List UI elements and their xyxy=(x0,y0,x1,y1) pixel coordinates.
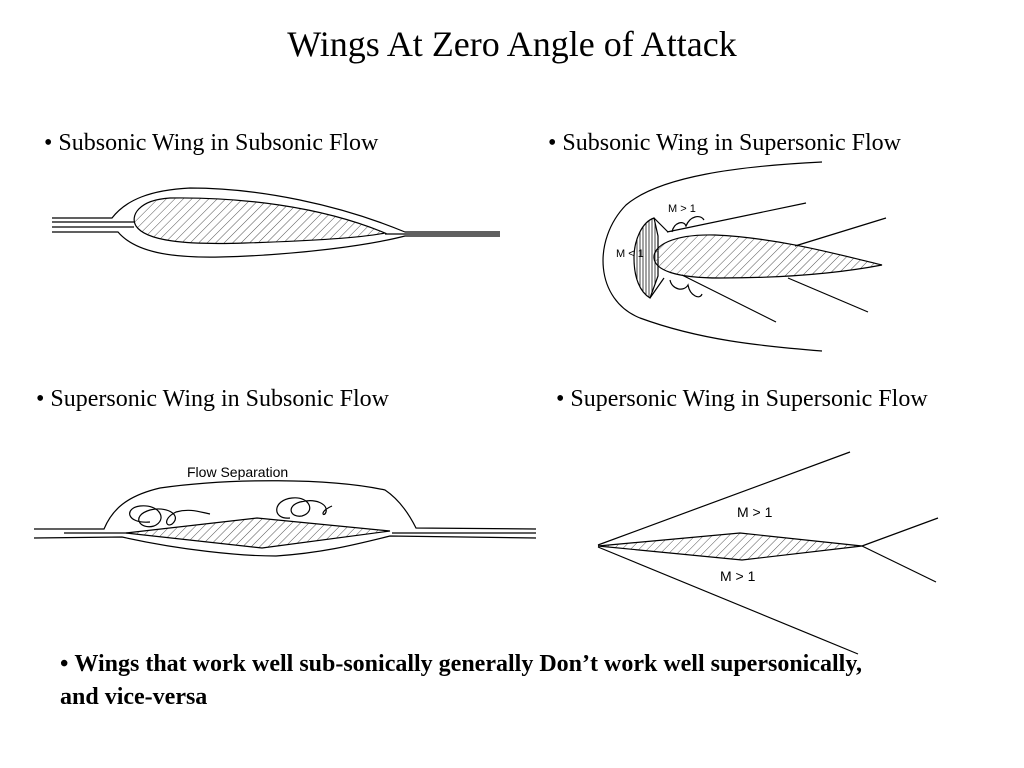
panel-label-text: Supersonic Wing in Subsonic Flow xyxy=(50,386,390,412)
diagram-subsonic-wing-subsonic-flow xyxy=(52,187,500,258)
panel-label-text: Subsonic Wing in Subsonic Flow xyxy=(58,130,379,156)
bullet-icon: • xyxy=(36,386,45,412)
streamline-upper xyxy=(34,480,537,530)
flow-curl-lower xyxy=(669,279,703,298)
separation-vortex-left xyxy=(129,505,211,528)
shock-lower xyxy=(597,546,859,655)
bullet-icon: • xyxy=(548,130,557,156)
bullet-icon: • xyxy=(556,386,565,412)
flow-curl-upper xyxy=(671,216,705,233)
shock-upper-tail xyxy=(794,217,887,247)
subsonic-region xyxy=(633,217,659,299)
trailing-shock-upper xyxy=(861,517,939,547)
streamline-lower xyxy=(52,231,500,258)
panel-label-subsonic-wing-subsonic-flow: •Subsonic Wing in Subsonic Flow xyxy=(44,128,378,158)
conclusion-body: Wings that work well sub-sonically gener… xyxy=(60,651,862,710)
panel-label-subsonic-wing-supersonic-flow: •Subsonic Wing in Supersonic Flow xyxy=(548,128,901,158)
sonic-line-upper xyxy=(653,217,669,233)
wedge-airfoil xyxy=(125,517,391,549)
streamline-upper xyxy=(52,187,500,233)
diagram-supersonic-wing-subsonic-flow xyxy=(33,480,537,557)
mach-annotation-upper: M > 1 xyxy=(737,504,773,520)
streamline-lower xyxy=(33,535,537,557)
panel-label-supersonic-wing-supersonic-flow: •Supersonic Wing in Supersonic Flow xyxy=(556,384,928,414)
page-title: Wings At Zero Angle of Attack xyxy=(287,24,737,64)
panel-label-text: Subsonic Wing in Supersonic Flow xyxy=(562,130,902,156)
flow-separation-annotation: Flow Separation xyxy=(187,464,288,480)
airfoil xyxy=(653,234,883,279)
shock-lower-long xyxy=(681,274,777,323)
mach-annotation-upper: M > 1 xyxy=(668,203,696,215)
bullet-icon: • xyxy=(60,651,69,677)
panel-label-supersonic-wing-subsonic-flow: •Supersonic Wing in Subsonic Flow xyxy=(36,384,389,414)
diagram-subsonic-wing-supersonic-flow xyxy=(602,161,887,352)
airfoil xyxy=(133,197,388,245)
bullet-icon: • xyxy=(44,130,53,156)
shock-upper-long xyxy=(666,202,807,233)
conclusion-text: •Wings that work well sub-sonically gene… xyxy=(60,648,880,714)
mach-annotation-subsonic: M < 1 xyxy=(616,248,644,260)
bow-shock-outer xyxy=(602,161,823,352)
panel-label-text: Supersonic Wing in Supersonic Flow xyxy=(570,386,928,412)
mach-annotation-lower: M > 1 xyxy=(720,568,756,584)
sonic-line-lower xyxy=(649,277,665,299)
shock-lower-tail xyxy=(787,277,869,313)
separation-vortex-right xyxy=(276,497,333,519)
trailing-shock-lower xyxy=(861,545,937,583)
diagram-supersonic-wing-supersonic-flow xyxy=(597,451,939,655)
wedge-airfoil xyxy=(597,532,863,561)
shock-upper xyxy=(597,451,851,546)
